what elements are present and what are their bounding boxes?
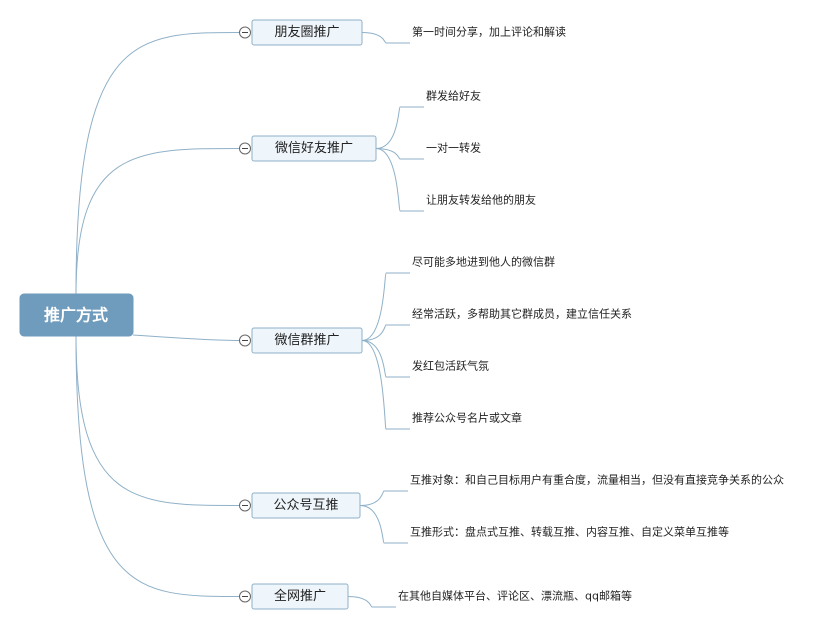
leaf-layer: 第一时间分享，加上评论和解读群发给好友一对一转发让朋友转发给他的朋友尽可能多地进… — [398, 25, 784, 603]
branch-node[interactable]: 微信好友推广 — [251, 135, 377, 162]
leaf-connector — [359, 490, 408, 506]
leaf-node[interactable]: 互推对象：和自己目标用户有重合度，流量相当，但没有直接竞争关系的公众 — [410, 473, 784, 487]
branch-node[interactable]: 公众号互推 — [251, 492, 361, 519]
leaf-node[interactable]: 推荐公众号名片或文章 — [412, 411, 522, 425]
root-label: 推广方式 — [44, 306, 108, 325]
branch-node[interactable]: 朋友圈推广 — [251, 19, 363, 46]
root-connector — [132, 334, 240, 341]
collapse-toggle-icon[interactable] — [239, 590, 251, 603]
leaf-connector — [361, 272, 410, 341]
leaf-node[interactable]: 群发给好友 — [426, 89, 481, 103]
leaf-node[interactable]: 发红包活跃气氛 — [412, 359, 489, 373]
branch-label: 公众号互推 — [273, 498, 338, 513]
leaf-node[interactable]: 经常活跃，多帮助其它群成员，建立信任关系 — [412, 307, 632, 321]
collapse-toggle-icon[interactable] — [239, 26, 251, 39]
leaf-connector — [347, 596, 396, 608]
leaf-connector — [375, 106, 424, 149]
leaf-connector — [361, 340, 410, 378]
connector-layer — [75, 32, 424, 608]
root-connector — [75, 335, 240, 506]
root-connector — [75, 335, 240, 597]
branch-label: 朋友圈推广 — [274, 24, 339, 40]
leaf-node[interactable]: 互推形式：盘点式互推、转载互推、内容互推、自定义菜单互推等 — [410, 525, 729, 539]
leaf-connector — [361, 324, 410, 341]
collapse-toggle-icon[interactable] — [239, 142, 251, 155]
branch-node[interactable]: 全网推广 — [251, 583, 349, 610]
leaf-node[interactable]: 在其他自媒体平台、评论区、漂流瓶、qq邮箱等 — [398, 589, 632, 603]
branch-node[interactable]: 微信群推广 — [251, 327, 363, 354]
root-connector — [75, 32, 240, 295]
leaf-connector — [375, 148, 424, 212]
leaf-connector — [375, 148, 424, 160]
branch-label: 微信好友推广 — [275, 140, 353, 156]
leaf-connector — [361, 340, 410, 430]
leaf-connector — [359, 505, 408, 544]
leaf-node[interactable]: 尽可能多地进到他人的微信群 — [412, 255, 555, 269]
root-node[interactable]: 推广方式 — [19, 293, 134, 337]
leaf-node[interactable]: 一对一转发 — [426, 141, 481, 155]
collapse-toggle-icon[interactable] — [239, 334, 251, 347]
leaf-node[interactable]: 让朋友转发给他的朋友 — [426, 193, 536, 207]
collapse-toggle-icon[interactable] — [239, 499, 251, 512]
leaf-node[interactable]: 第一时间分享，加上评论和解读 — [412, 25, 566, 39]
leaf-connector — [361, 32, 410, 44]
branch-label: 微信群推广 — [274, 333, 339, 348]
branch-label: 全网推广 — [274, 588, 326, 604]
root-connector — [75, 148, 240, 295]
